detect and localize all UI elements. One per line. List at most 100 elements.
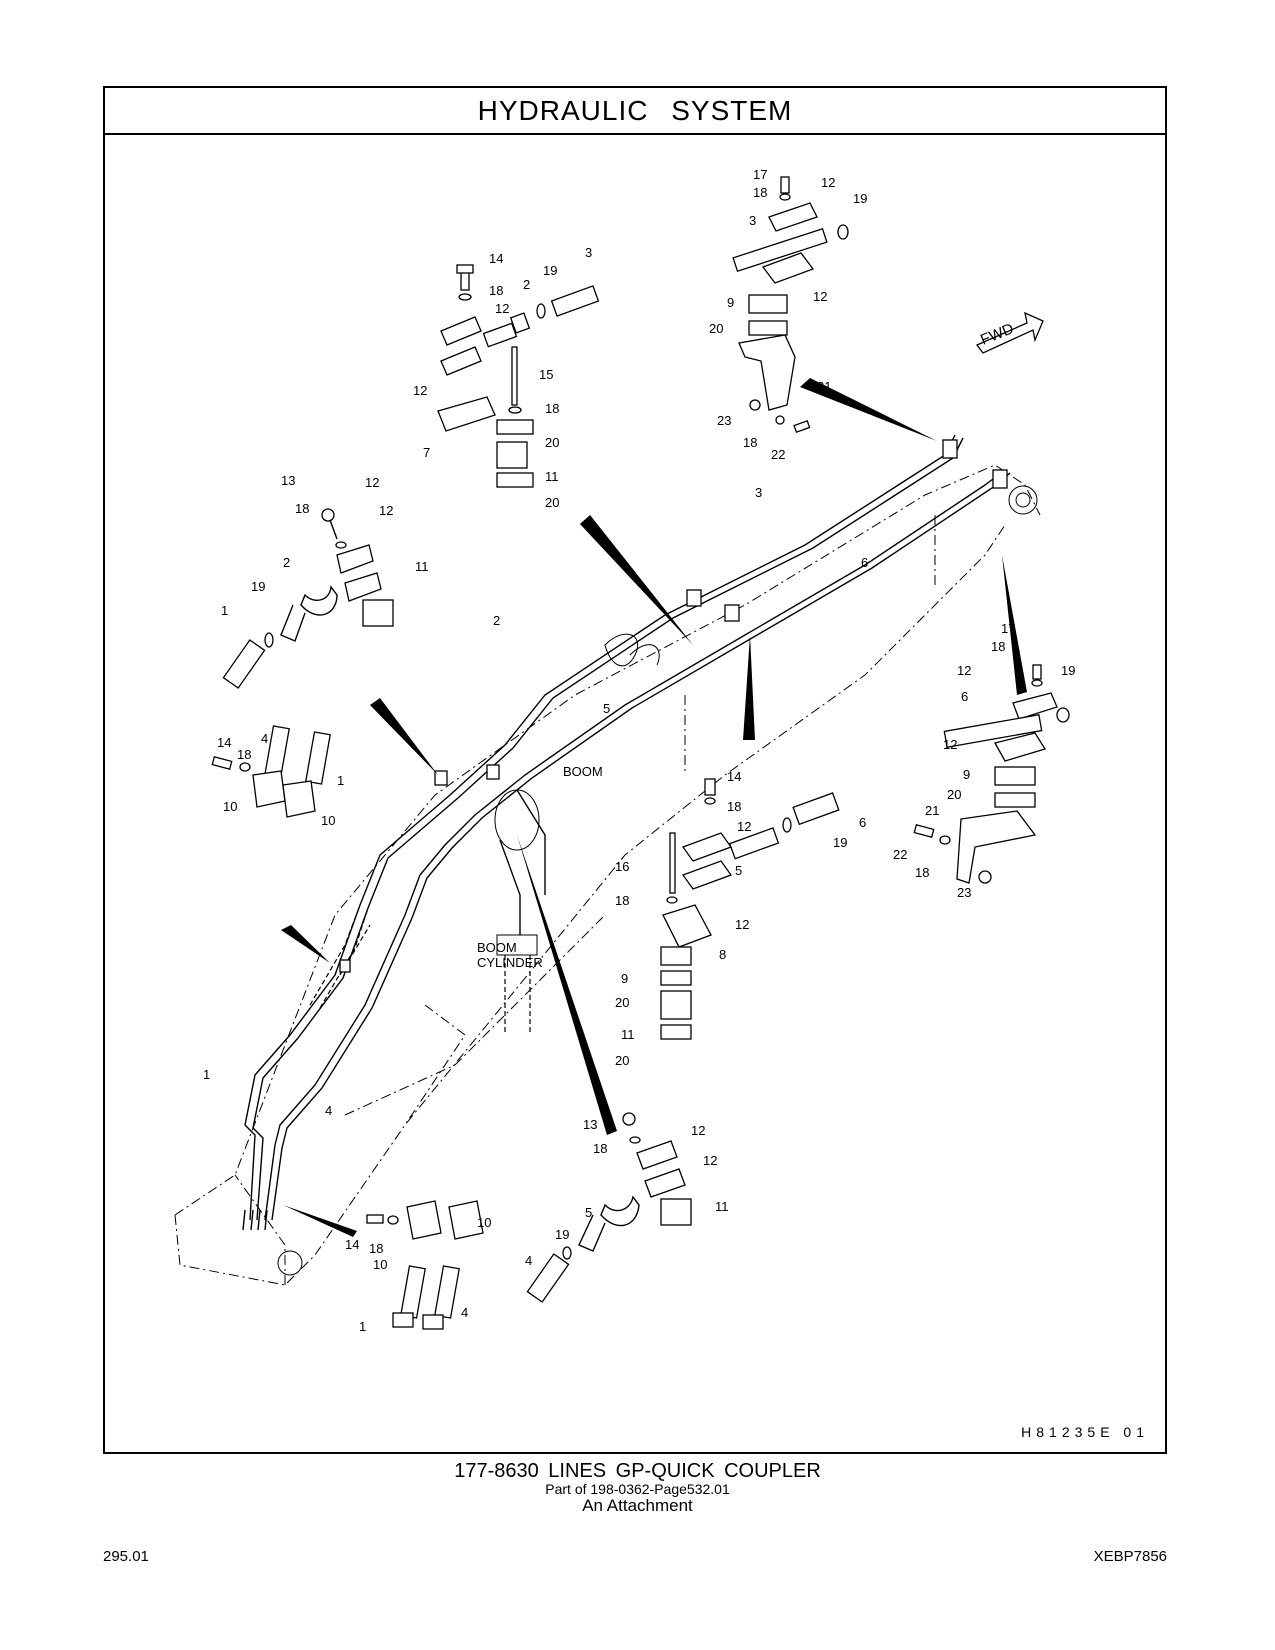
callout: 20 bbox=[709, 321, 723, 336]
callout: 18 bbox=[489, 283, 503, 298]
callout: 18 bbox=[915, 865, 929, 880]
callout: 17 bbox=[1001, 621, 1015, 636]
callout: 10 bbox=[477, 1215, 491, 1230]
callout: 9 bbox=[963, 767, 970, 782]
callout: 9 bbox=[621, 971, 628, 986]
callout: 5 bbox=[585, 1205, 592, 1220]
callout: 1 bbox=[359, 1319, 366, 1334]
clamp-assembly-center bbox=[660, 778, 840, 1040]
figure-caption: 177-8630 LINES GP-QUICK COUPLER Part of … bbox=[0, 1460, 1275, 1515]
callout: 14 bbox=[345, 1237, 359, 1252]
callout: 8 bbox=[719, 947, 726, 962]
caption-part-of: Part of 198-0362-Page532.01 bbox=[545, 1481, 730, 1497]
callout: 22 bbox=[771, 447, 785, 462]
callout: 12 bbox=[365, 475, 379, 490]
callout: 6 bbox=[859, 815, 866, 830]
caption-subtitle: An Attachment bbox=[582, 1496, 693, 1515]
callout: 7 bbox=[423, 445, 430, 460]
callout: 21 bbox=[817, 379, 831, 394]
callout: 23 bbox=[957, 885, 971, 900]
callout: 9 bbox=[727, 295, 734, 310]
callout: 12 bbox=[943, 737, 957, 752]
callout: 20 bbox=[545, 435, 559, 450]
callout: 12 bbox=[957, 663, 971, 678]
callout: 6 bbox=[961, 689, 968, 704]
callout: 12 bbox=[413, 383, 427, 398]
callout: 4 bbox=[261, 731, 268, 746]
callout: 20 bbox=[545, 495, 559, 510]
callout: 4 bbox=[325, 1103, 332, 1118]
callout: 3 bbox=[755, 485, 762, 500]
clamp-assembly-top-center bbox=[437, 264, 600, 488]
callout: 12 bbox=[691, 1123, 705, 1138]
callout: 18 bbox=[295, 501, 309, 516]
fitting-assembly-upper-left bbox=[222, 508, 394, 689]
callout: 16 bbox=[615, 859, 629, 874]
page-title: HYDRAULIC SYSTEM bbox=[477, 94, 793, 126]
callout: 19 bbox=[555, 1227, 569, 1242]
boom-cylinder-label: BOOM bbox=[477, 940, 517, 955]
callout: 11 bbox=[415, 559, 429, 574]
callout: 10 bbox=[373, 1257, 387, 1272]
boom-outline bbox=[174, 464, 1041, 1286]
callout-numbers: 17 18 12 19 3 12 9 20 21 23 18 22 14 3 1… bbox=[203, 167, 1075, 1334]
document-code: XEBP7856 bbox=[1093, 1548, 1167, 1565]
drawing-id: H81235E 01 bbox=[1021, 1424, 1149, 1440]
callout: 4 bbox=[525, 1253, 532, 1268]
pin-boss bbox=[277, 1250, 303, 1276]
callout: 1 bbox=[221, 603, 228, 618]
callout: 12 bbox=[735, 917, 749, 932]
callout: 19 bbox=[1061, 663, 1075, 678]
callout: 10 bbox=[321, 813, 335, 828]
callout: 18 bbox=[743, 435, 757, 450]
boom-label: BOOM bbox=[563, 764, 603, 779]
callout: 18 bbox=[991, 639, 1005, 654]
callout: 12 bbox=[703, 1153, 717, 1168]
callout: 13 bbox=[281, 473, 295, 488]
pin-boss bbox=[1008, 485, 1038, 515]
clamp-assembly-right bbox=[913, 664, 1070, 884]
callout: 5 bbox=[603, 701, 610, 716]
hydraulic-lines bbox=[242, 434, 1011, 1231]
callout: 4 bbox=[461, 1305, 468, 1320]
callout: 12 bbox=[495, 301, 509, 316]
callout: 12 bbox=[813, 289, 827, 304]
callout: 1 bbox=[203, 1067, 210, 1082]
callout: 6 bbox=[861, 555, 868, 570]
callout: 23 bbox=[717, 413, 731, 428]
fitting-assembly-bottom-center bbox=[526, 1112, 692, 1303]
callout: 12 bbox=[737, 819, 751, 834]
callout: 15 bbox=[539, 367, 553, 382]
clamp-assembly-top-right bbox=[732, 176, 849, 434]
callout: 18 bbox=[237, 747, 251, 762]
callout: 19 bbox=[853, 191, 867, 206]
caption-title: 177-8630 LINES GP-QUICK COUPLER bbox=[454, 1460, 821, 1482]
callout: 3 bbox=[585, 245, 592, 260]
callout: 18 bbox=[753, 185, 767, 200]
callout: 18 bbox=[615, 893, 629, 908]
callout: 11 bbox=[621, 1027, 635, 1042]
boom-cylinder bbox=[494, 789, 546, 1035]
callout: 20 bbox=[615, 995, 629, 1010]
callout: 13 bbox=[583, 1117, 597, 1132]
plate-assembly-middle-left bbox=[211, 725, 331, 818]
fwd-arrow: FWD bbox=[975, 311, 1044, 354]
callout: 14 bbox=[217, 735, 231, 750]
callout: 11 bbox=[545, 469, 559, 484]
callout: 19 bbox=[833, 835, 847, 850]
callout: 14 bbox=[727, 769, 741, 784]
callout: 20 bbox=[947, 787, 961, 802]
callout: 2 bbox=[493, 613, 500, 628]
callout: 10 bbox=[223, 799, 237, 814]
callout: 22 bbox=[893, 847, 907, 862]
callout: 18 bbox=[727, 799, 741, 814]
callout: 20 bbox=[615, 1053, 629, 1068]
callout: 21 bbox=[925, 803, 939, 818]
exploded-parts-diagram: FWD bbox=[174, 167, 1075, 1334]
callout: 18 bbox=[545, 401, 559, 416]
callout: 2 bbox=[283, 555, 290, 570]
boom-cylinder-label: CYLINDER bbox=[477, 955, 543, 970]
diagram-frame: HYDRAULIC SYSTEM bbox=[103, 86, 1167, 1454]
callout: 3 bbox=[749, 213, 756, 228]
callout: 1 bbox=[337, 773, 344, 788]
